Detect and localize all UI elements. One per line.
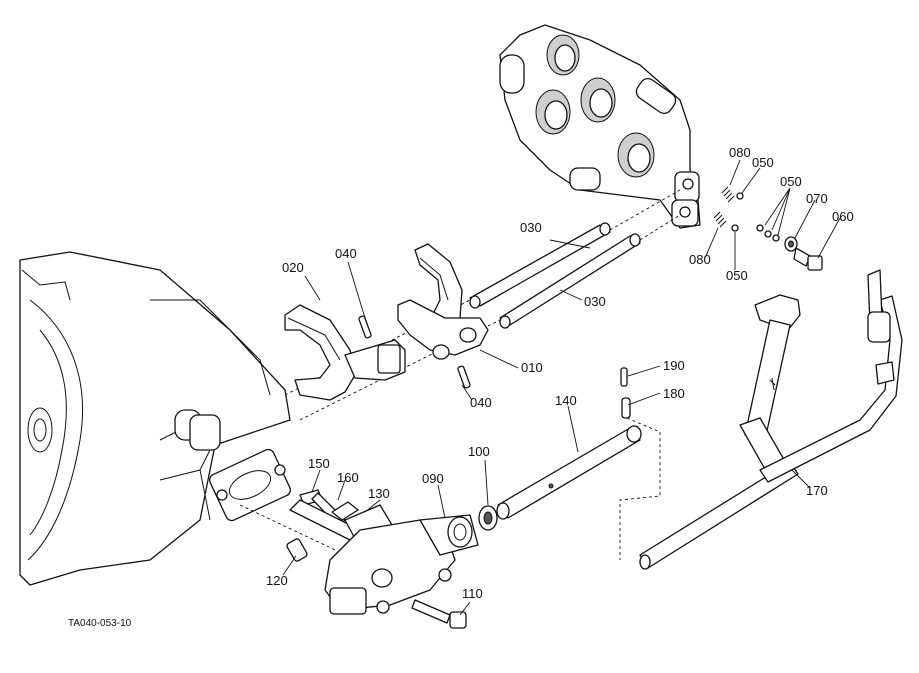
callout-150: 150 — [308, 456, 330, 471]
callout-190: 190 — [663, 358, 685, 373]
callout-170: 170 — [806, 483, 828, 498]
callout-040-upper: 040 — [335, 246, 357, 261]
callout-050-c: 050 — [726, 268, 748, 283]
callout-140: 140 — [555, 393, 577, 408]
callout-030-upper: 030 — [520, 220, 542, 235]
detent-springs-balls — [713, 186, 823, 271]
callout-labels: 010 020 030 030 040 040 050 050 050 060 … — [68, 145, 854, 629]
callout-010: 010 — [521, 360, 543, 375]
callout-070: 070 — [806, 191, 828, 206]
callout-180: 180 — [663, 386, 685, 401]
callout-050-a: 050 — [752, 155, 774, 170]
callout-020: 020 — [282, 260, 304, 275]
lower-shift-assembly — [209, 448, 498, 629]
callout-080-lower: 080 — [689, 252, 711, 267]
callout-040-lower: 040 — [470, 395, 492, 410]
callout-050-b: 050 — [780, 174, 802, 189]
transmission-case — [19, 251, 291, 586]
callout-030-lower: 030 — [584, 294, 606, 309]
shift-lever-170 — [639, 269, 903, 570]
callout-130: 130 — [368, 486, 390, 501]
callout-120: 120 — [266, 573, 288, 588]
rod-housing-plate — [499, 24, 701, 229]
shift-fork-020 — [284, 304, 406, 401]
spring-pins-040 — [358, 315, 471, 389]
figure-code: TA040-053-10 — [68, 618, 132, 629]
callout-100: 100 — [468, 444, 490, 459]
callout-110: 110 — [462, 586, 483, 601]
leader-lines — [282, 159, 841, 616]
callout-160: 160 — [337, 470, 359, 485]
shift-shaft-140 — [496, 367, 661, 560]
shift-fork-010 — [397, 243, 489, 360]
callout-080-upper: 080 — [729, 145, 751, 160]
callout-090: 090 — [422, 471, 444, 486]
callout-060: 060 — [832, 209, 854, 224]
